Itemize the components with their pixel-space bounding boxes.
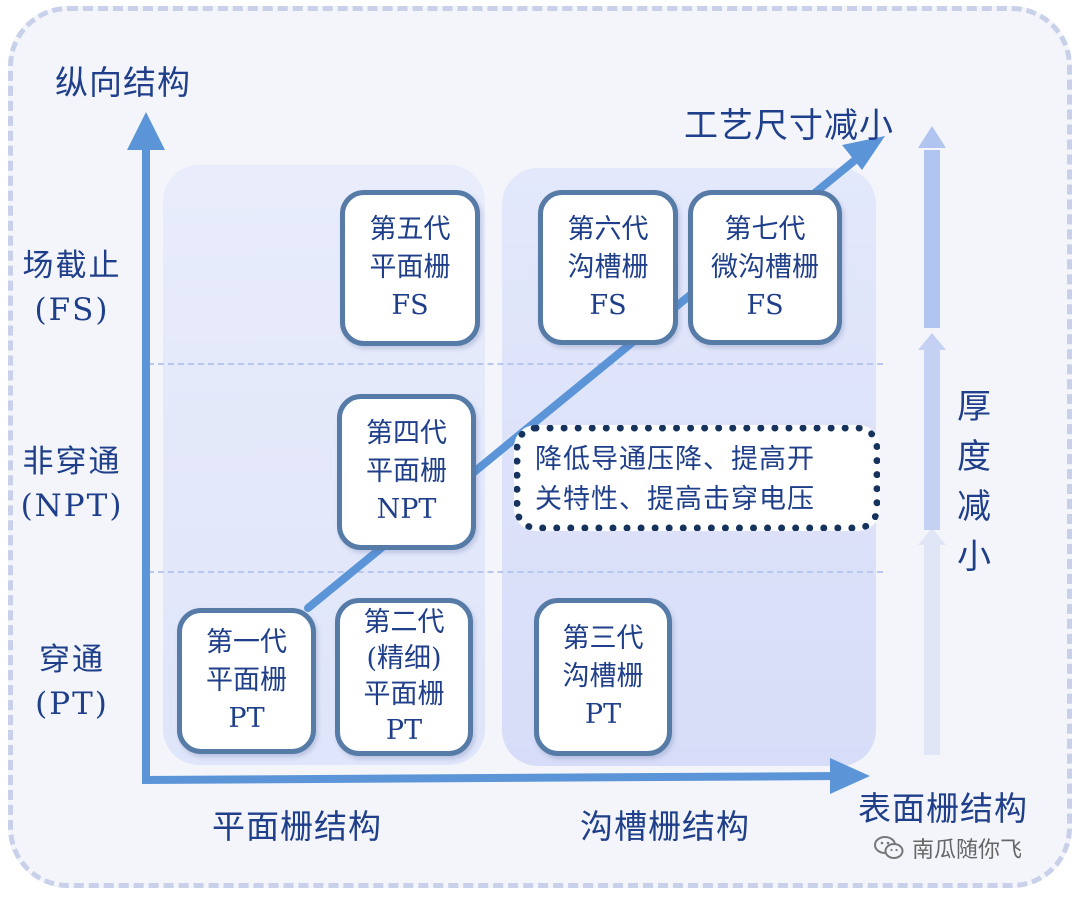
vertical-axis-arrow: [127, 112, 165, 780]
row-label-npt: 非穿通 (NPT): [12, 440, 132, 528]
generation-2-line2: (精细): [366, 643, 442, 674]
generation-4-box: 第四代 平面栅 NPT: [337, 394, 476, 550]
row-label-fs: 场截止 (FS): [12, 244, 132, 332]
generation-3-box: 第三代 沟槽栅 PT: [534, 598, 672, 756]
row-divider-npt-pt: [148, 571, 883, 573]
generation-4-line1: 第四代: [366, 418, 447, 449]
thickness-arrow: [918, 126, 946, 755]
vertical-axis-label: 纵向结构: [55, 63, 191, 102]
generation-3-line3: PT: [584, 699, 622, 730]
process-arrow-label: 工艺尺寸减小: [684, 106, 894, 146]
row-divider-fs-npt: [148, 363, 883, 365]
row-label-npt-line2: (NPT): [20, 488, 124, 524]
improvement-note: 降低导通压降、提高开 关特性、提高击穿电压: [514, 425, 880, 531]
horizontal-axis-arrow: [141, 758, 870, 794]
generation-7-line1: 第七代: [724, 213, 806, 245]
generation-6-line3: FS: [589, 289, 627, 321]
generation-4-line2: 平面栅: [366, 456, 447, 487]
improvement-note-line2: 关特性、提高击穿电压: [535, 484, 815, 515]
generation-5-line3: FS: [391, 290, 429, 321]
generation-6-line1: 第六代: [567, 213, 649, 245]
generation-5-line2: 平面栅: [369, 252, 451, 283]
thickness-label: 厚度减小: [957, 387, 991, 577]
wechat-icon: [874, 836, 904, 859]
row-label-fs-line2: (FS): [34, 292, 110, 328]
generation-3-line1: 第三代: [562, 623, 644, 654]
generation-7-box: 第七代 微沟槽栅 FS: [688, 190, 842, 345]
row-label-fs-line1: 场截止: [22, 248, 122, 284]
watermark: 南瓜随你飞: [874, 832, 1022, 864]
generation-2-line1: 第二代: [363, 607, 445, 638]
generation-6-line2: 沟槽栅: [567, 251, 649, 283]
generation-1-line1: 第一代: [206, 627, 287, 658]
watermark-text: 南瓜随你飞: [912, 838, 1023, 863]
row-label-pt-line2: (PT): [35, 686, 109, 722]
generation-5-line1: 第五代: [369, 214, 451, 245]
generation-1-line3: PT: [228, 703, 265, 734]
generation-2-box: 第二代 (精细) 平面栅 PT: [335, 598, 473, 756]
row-label-pt: 穿通 (PT): [12, 638, 132, 726]
column-label-planar: 平面栅结构: [212, 807, 382, 846]
generation-7-line2: 微沟槽栅: [711, 251, 819, 283]
column-label-trench: 沟槽栅结构: [580, 807, 750, 846]
generation-1-box: 第一代 平面栅 PT: [177, 608, 316, 754]
generation-4-line3: NPT: [376, 494, 437, 525]
generation-2-line4: PT: [385, 715, 423, 746]
generation-3-line2: 沟槽栅: [562, 661, 644, 692]
row-label-npt-line1: 非穿通: [22, 444, 122, 480]
generation-5-box: 第五代 平面栅 FS: [340, 190, 480, 346]
improvement-note-line1: 降低导通压降、提高开: [535, 444, 815, 475]
generation-2-line3: 平面栅: [363, 679, 445, 710]
horizontal-axis-label: 表面栅结构: [858, 789, 1028, 828]
generation-6-box: 第六代 沟槽栅 FS: [538, 190, 678, 345]
generation-7-line3: FS: [746, 289, 784, 321]
generation-1-line2: 平面栅: [206, 665, 287, 696]
row-label-pt-line1: 穿通: [39, 642, 105, 678]
